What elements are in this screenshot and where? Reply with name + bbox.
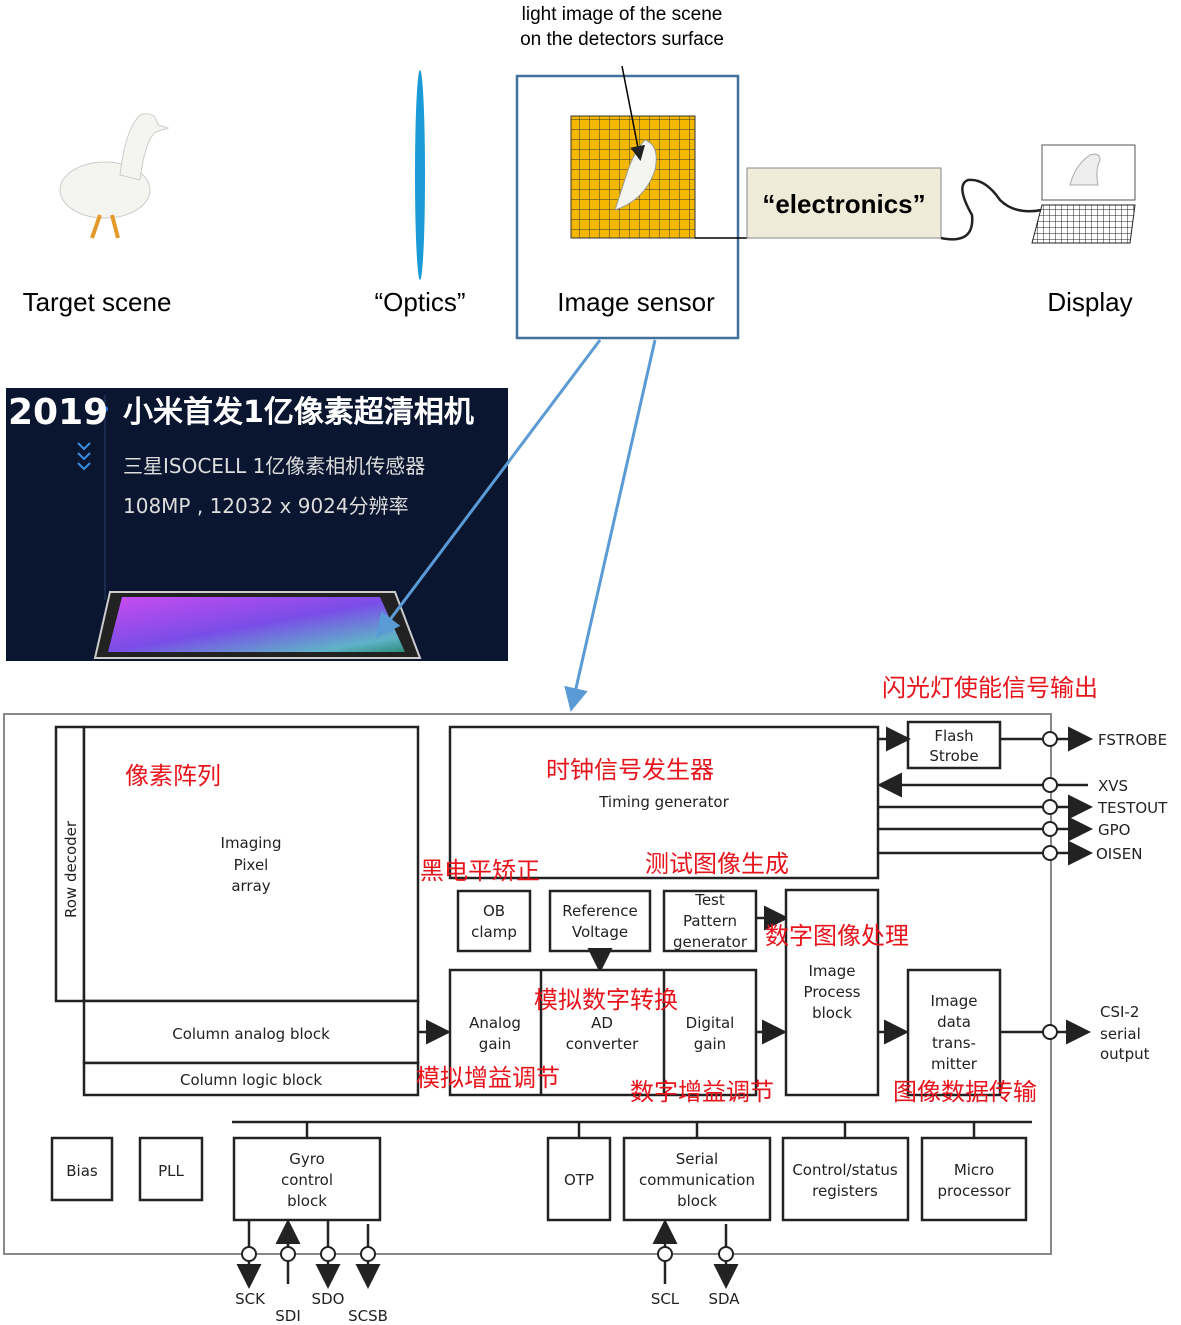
ref-l2: Voltage	[572, 923, 628, 941]
csi-l2: serial	[1100, 1025, 1141, 1043]
adc-l2: converter	[566, 1035, 639, 1053]
test-l3: generator	[673, 933, 748, 951]
arrow-to-photo	[376, 339, 602, 638]
serial-l3: block	[677, 1192, 717, 1210]
annotation-black-level: 黑电平矫正	[420, 857, 540, 885]
control-l2: registers	[812, 1182, 878, 1200]
gyro-l1: Gyro	[289, 1150, 325, 1168]
photo-title: 小米首发1亿像素超清相机	[123, 395, 474, 430]
annotation-flash-out: 闪光灯使能信号输出	[882, 674, 1098, 702]
csi-l3: output	[1100, 1045, 1150, 1063]
xiaomi-photo: 2019 小米首发1亿像素超清相机 三星ISOCELL 1亿像素相机传感器 10…	[6, 388, 508, 661]
tx-l3: trans-	[932, 1034, 976, 1052]
annotation-isp: 数字图像处理	[765, 922, 909, 950]
block-diagram: Row decoder Imaging Pixel array Column a…	[3, 674, 1168, 1325]
display-icon	[1031, 144, 1136, 244]
isp-l2: Process	[804, 983, 861, 1001]
annotation-pixel-array: 像素阵列	[125, 762, 221, 790]
gyro-l2: control	[281, 1171, 333, 1189]
pin-scl: SCL	[651, 1290, 680, 1308]
photo-line2: 108MP , 12032 x 9024分辨率	[123, 494, 409, 518]
pin-testout: TESTOUT	[1097, 799, 1168, 817]
micro-l1: Micro	[954, 1161, 994, 1179]
optics-lens	[415, 70, 425, 280]
display-label: Display	[1047, 287, 1132, 317]
tx-l2: data	[937, 1013, 971, 1031]
ref-l1: Reference	[562, 902, 638, 920]
electronics-label: “electronics”	[762, 189, 925, 219]
ob-l2: clamp	[471, 923, 517, 941]
pin-sdo: SDO	[312, 1290, 345, 1308]
photo-year: 2019	[8, 392, 108, 433]
annotation-analog-gain: 模拟增益调节	[416, 1064, 560, 1092]
column-analog-block: Column analog block	[172, 1025, 330, 1043]
isp-l1: Image	[809, 962, 856, 980]
analog-gain-l2: gain	[479, 1035, 511, 1053]
annotation-test-pattern: 测试图像生成	[645, 850, 789, 878]
otp-block: OTP	[564, 1171, 594, 1189]
annotation-digital-gain: 数字增益调节	[630, 1078, 774, 1106]
analog-gain-l1: Analog	[469, 1014, 521, 1032]
isp-l3: block	[812, 1004, 852, 1022]
serial-l2: communication	[639, 1171, 755, 1189]
pin-sdi: SDI	[275, 1307, 301, 1325]
pin-fstrobe: FSTROBE	[1098, 731, 1167, 749]
image-sensor-label: Image sensor	[557, 287, 715, 317]
pin-xvs: XVS	[1098, 777, 1128, 795]
pll-block: PLL	[158, 1162, 184, 1180]
target-scene-label: Target scene	[23, 287, 172, 317]
csi-l1: CSI-2	[1100, 1003, 1139, 1021]
bias-block: Bias	[66, 1162, 98, 1180]
digital-gain-l1: Digital	[686, 1014, 735, 1032]
gyro-l3: block	[287, 1192, 327, 1210]
pin-sck: SCK	[235, 1290, 266, 1308]
pin-oisen: OISEN	[1096, 845, 1142, 863]
image-sensor-frame	[515, 74, 740, 340]
pixel-array-l1: Imaging	[221, 834, 282, 852]
test-l2: Pattern	[683, 912, 737, 930]
tx-l1: Image	[931, 992, 978, 1010]
row-decoder: Row decoder	[62, 820, 80, 918]
timing-generator: Timing generator	[598, 793, 729, 811]
annotation-timing: 时钟信号发生器	[546, 756, 714, 784]
serial-l1: Serial	[676, 1150, 718, 1168]
pixel-array-l2: Pixel	[234, 856, 269, 874]
caption-line2: on the detectors surface	[520, 29, 724, 50]
duck-image	[59, 113, 170, 239]
pin-gpo: GPO	[1098, 821, 1130, 839]
tx-l4: mitter	[931, 1055, 978, 1073]
annotation-transmit: 图像数据传输	[893, 1078, 1037, 1106]
pixel-array-l3: array	[231, 877, 270, 895]
micro-l2: processor	[938, 1182, 1012, 1200]
electronics-box	[746, 167, 942, 239]
pin-sda: SDA	[708, 1290, 740, 1308]
flash-l1: Flash	[934, 727, 973, 745]
test-l1: Test	[694, 891, 725, 909]
column-logic-block: Column logic block	[180, 1071, 322, 1089]
control-l1: Control/status	[792, 1161, 898, 1179]
digital-gain-l2: gain	[694, 1035, 726, 1053]
adc-l1: AD	[591, 1014, 613, 1032]
annotation-adc: 模拟数字转换	[534, 986, 678, 1014]
ob-l1: OB	[483, 902, 505, 920]
arrow-to-block-diagram	[564, 339, 657, 712]
flash-l2: Strobe	[929, 747, 978, 765]
pin-scsb: SCSB	[348, 1307, 388, 1325]
optics-label: “Optics”	[375, 287, 466, 317]
photo-line1: 三星ISOCELL 1亿像素相机传感器	[123, 454, 425, 478]
caption-line1: light image of the scene	[522, 4, 723, 25]
